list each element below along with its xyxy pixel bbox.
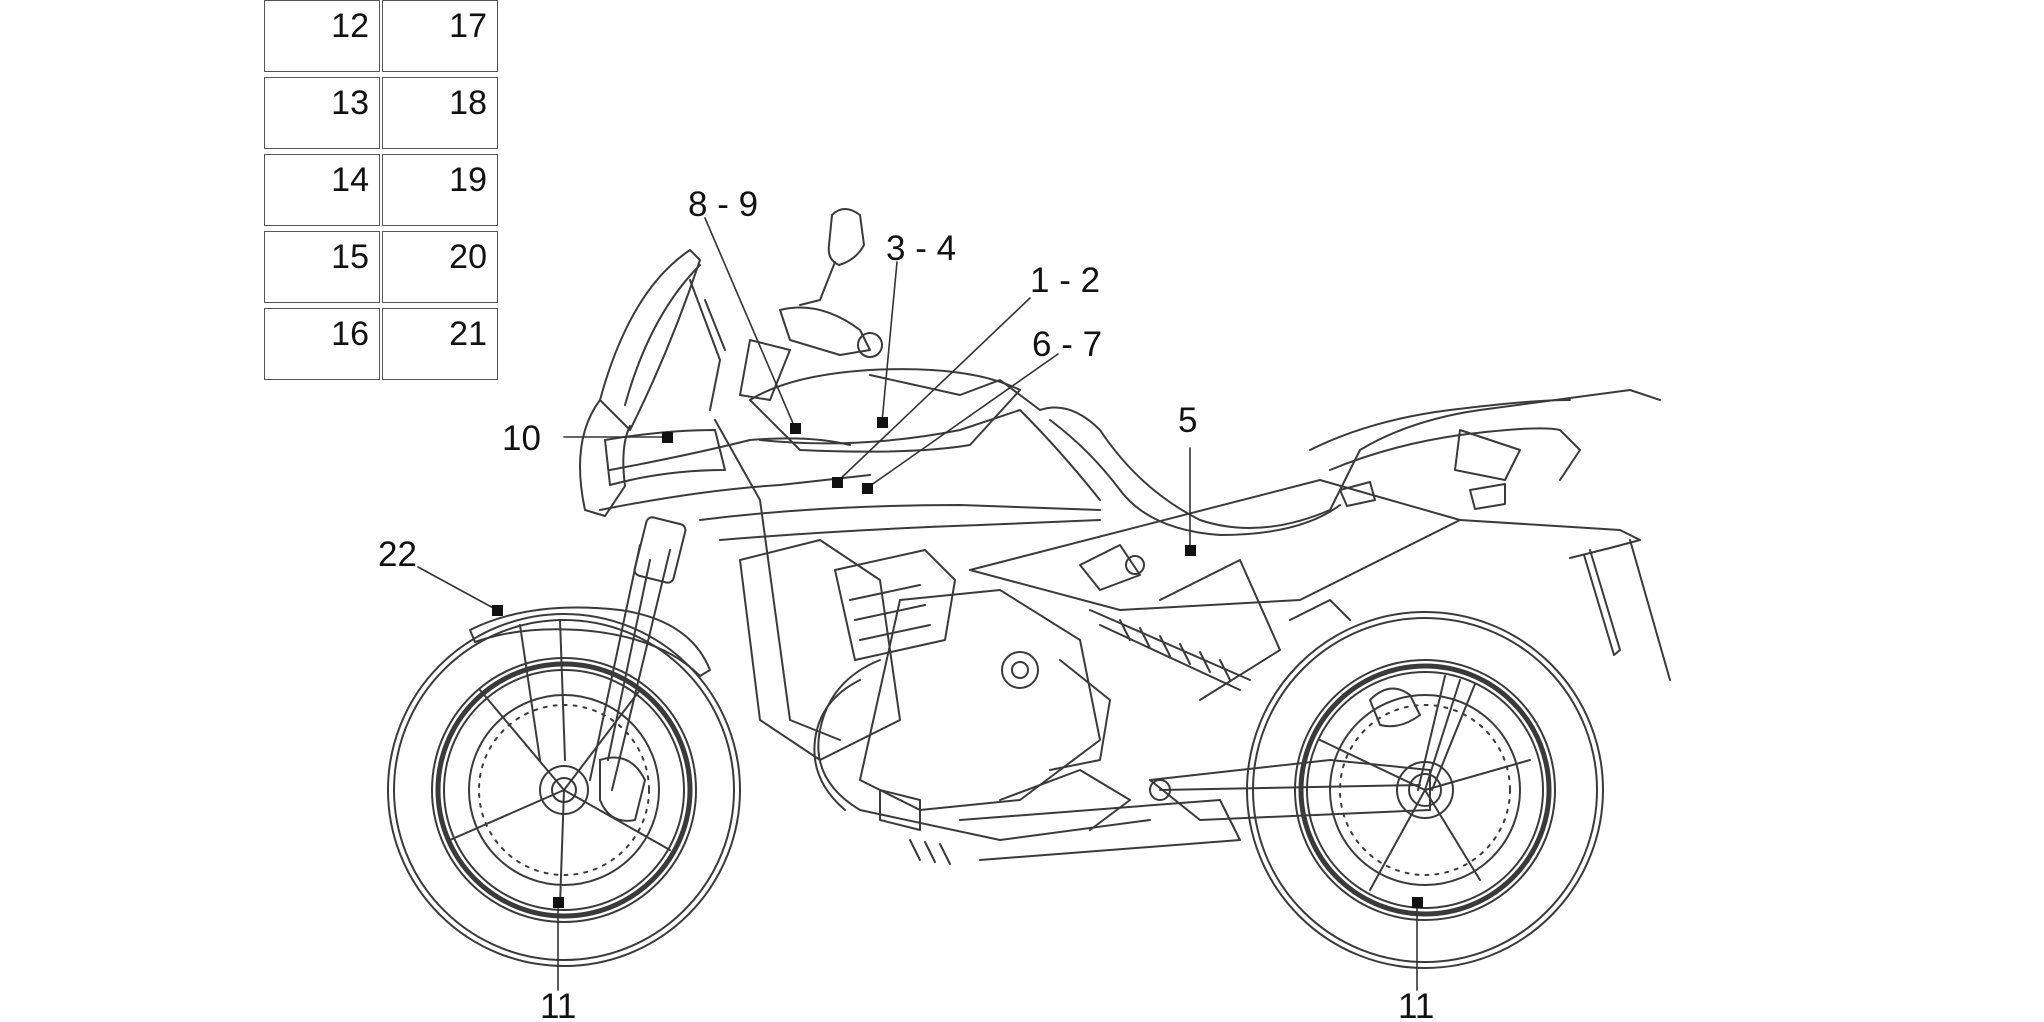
callout-labels: 8 - 9 3 - 4 1 - 2 6 - 7 5 10 22 11 11 [378, 185, 1434, 1022]
table-cell: 21 [382, 308, 498, 380]
table-cell: 19 [382, 154, 498, 226]
table-cell: 16 [264, 308, 380, 380]
decal-marker-11-rear [1412, 897, 1423, 908]
decal-marker-6-7 [862, 483, 873, 494]
decal-marker-10 [662, 432, 673, 443]
reference-table: 12 17 13 18 14 19 15 20 16 21 [264, 0, 500, 382]
engine [739, 539, 1241, 865]
front-fairing [579, 249, 871, 741]
decal-marker-11-front [553, 897, 564, 908]
fuel-tank [699, 368, 1101, 541]
callout-6-7: 6 - 7 [1032, 325, 1102, 364]
frame [969, 479, 1461, 701]
leader-lines [417, 217, 1418, 991]
front-wheel [387, 613, 741, 967]
rear-wheel [1246, 611, 1604, 969]
decal-marker-3-4 [877, 417, 888, 428]
callout-11-front: 11 [540, 987, 576, 1022]
callout-8-9: 8 - 9 [688, 185, 758, 224]
table-cell: 15 [264, 231, 380, 303]
decal-markers [492, 417, 1423, 908]
table-cell: 12 [264, 0, 380, 72]
front-fork [469, 516, 711, 791]
swingarm [999, 759, 1431, 831]
callout-22: 22 [378, 535, 417, 574]
callout-3-4: 3 - 4 [886, 229, 956, 268]
table-cell: 17 [382, 0, 498, 72]
decal-marker-8-9 [790, 423, 801, 434]
table-cell: 20 [382, 231, 498, 303]
shock-absorber [1089, 609, 1251, 691]
callout-10: 10 [502, 419, 541, 458]
callout-5: 5 [1178, 401, 1197, 440]
decal-marker-1-2 [832, 477, 843, 488]
decal-marker-5 [1185, 545, 1196, 556]
table-cell: 14 [264, 154, 380, 226]
table-cell: 18 [382, 77, 498, 149]
decal-marker-22 [492, 605, 503, 616]
mirror-handlebar [739, 208, 883, 401]
seat-tail [1039, 389, 1671, 681]
callout-11-rear: 11 [1398, 987, 1434, 1022]
callout-1-2: 1 - 2 [1030, 261, 1100, 300]
table-cell: 13 [264, 77, 380, 149]
